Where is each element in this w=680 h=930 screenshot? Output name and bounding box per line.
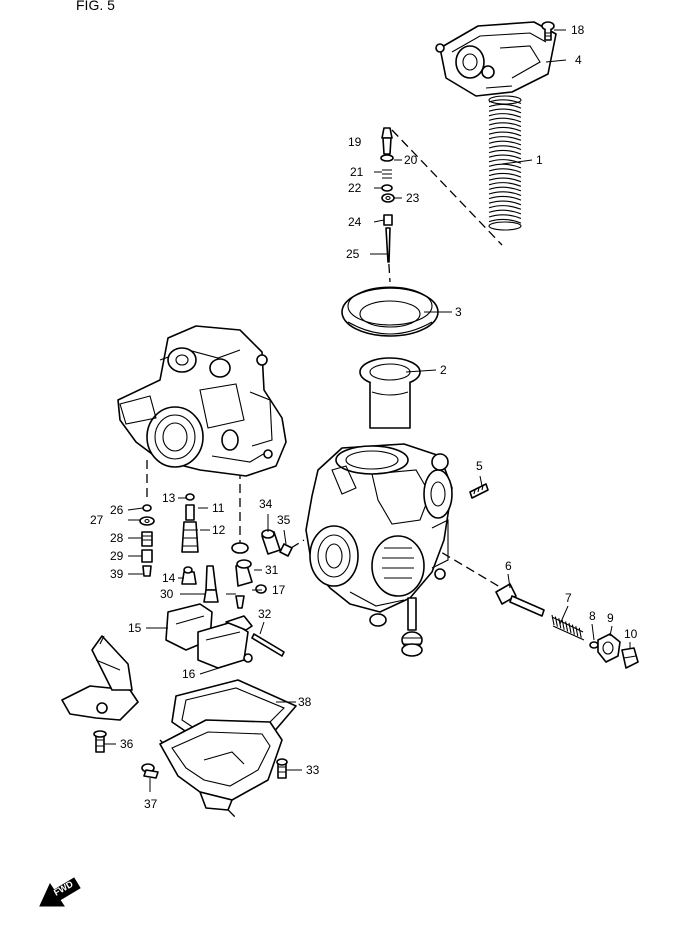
header-fragment: FIG. 5 xyxy=(76,0,115,13)
callout-8: 8 xyxy=(589,609,596,623)
callout-30: 30 xyxy=(160,587,174,601)
callout-35: 35 xyxy=(277,513,291,527)
callout-12: 12 xyxy=(212,523,226,537)
leader-lines xyxy=(104,29,631,792)
callout-29: 29 xyxy=(110,549,124,563)
callout-labels: 1 2 3 4 5 6 7 8 9 10 11 12 13 14 15 16 1… xyxy=(90,23,638,811)
callout-5: 5 xyxy=(476,459,483,473)
callout-10: 10 xyxy=(624,627,638,641)
callout-7: 7 xyxy=(565,591,572,605)
callout-32: 32 xyxy=(258,607,272,621)
throttle-linkage-part xyxy=(61,635,139,721)
callout-3: 3 xyxy=(455,305,462,319)
piston-valve-part xyxy=(359,357,421,429)
callout-28: 28 xyxy=(110,531,124,545)
callout-11: 11 xyxy=(212,501,225,515)
jet-parts-left xyxy=(139,493,293,609)
spring-part xyxy=(488,95,522,231)
diaphragm-part xyxy=(341,286,439,337)
callout-17: 17 xyxy=(272,583,286,597)
float-screw-part xyxy=(243,653,253,663)
callout-20: 20 xyxy=(404,153,418,167)
fwd-arrow-icon: FWD xyxy=(39,877,81,907)
callout-13: 13 xyxy=(162,491,176,505)
callout-33: 33 xyxy=(306,763,320,777)
callout-21: 21 xyxy=(350,165,364,179)
callout-23: 23 xyxy=(406,191,420,205)
callout-19: 19 xyxy=(348,135,362,149)
callout-39: 39 xyxy=(110,567,124,581)
float-pin-part xyxy=(251,633,285,657)
main-carburetor-body xyxy=(305,443,453,657)
callout-37: 37 xyxy=(144,797,158,811)
callout-9: 9 xyxy=(607,611,614,625)
cap-screw-part xyxy=(541,21,555,41)
callout-2: 2 xyxy=(440,363,447,377)
top-cap-part xyxy=(435,21,557,97)
screws-36-37-33 xyxy=(93,730,288,779)
needle-assembly xyxy=(380,127,395,263)
callout-26: 26 xyxy=(110,503,124,517)
callout-16: 16 xyxy=(182,667,196,681)
callout-24: 24 xyxy=(348,215,362,229)
float-part xyxy=(165,603,253,669)
callout-31: 31 xyxy=(265,563,279,577)
callout-1: 1 xyxy=(536,153,543,167)
callout-4: 4 xyxy=(575,53,582,67)
left-carburetor-body xyxy=(117,325,287,477)
float-bowl-part xyxy=(159,719,283,811)
pilot-screw-set xyxy=(495,583,639,669)
callout-36: 36 xyxy=(120,737,134,751)
callout-15: 15 xyxy=(128,621,142,635)
callout-14: 14 xyxy=(162,571,176,585)
callout-25: 25 xyxy=(346,247,360,261)
callout-22: 22 xyxy=(348,181,362,195)
callout-6: 6 xyxy=(505,559,512,573)
callout-34: 34 xyxy=(259,497,273,511)
callout-27: 27 xyxy=(90,513,104,527)
small-screw-5 xyxy=(469,483,489,499)
callout-38: 38 xyxy=(298,695,312,709)
callout-18: 18 xyxy=(571,23,585,37)
